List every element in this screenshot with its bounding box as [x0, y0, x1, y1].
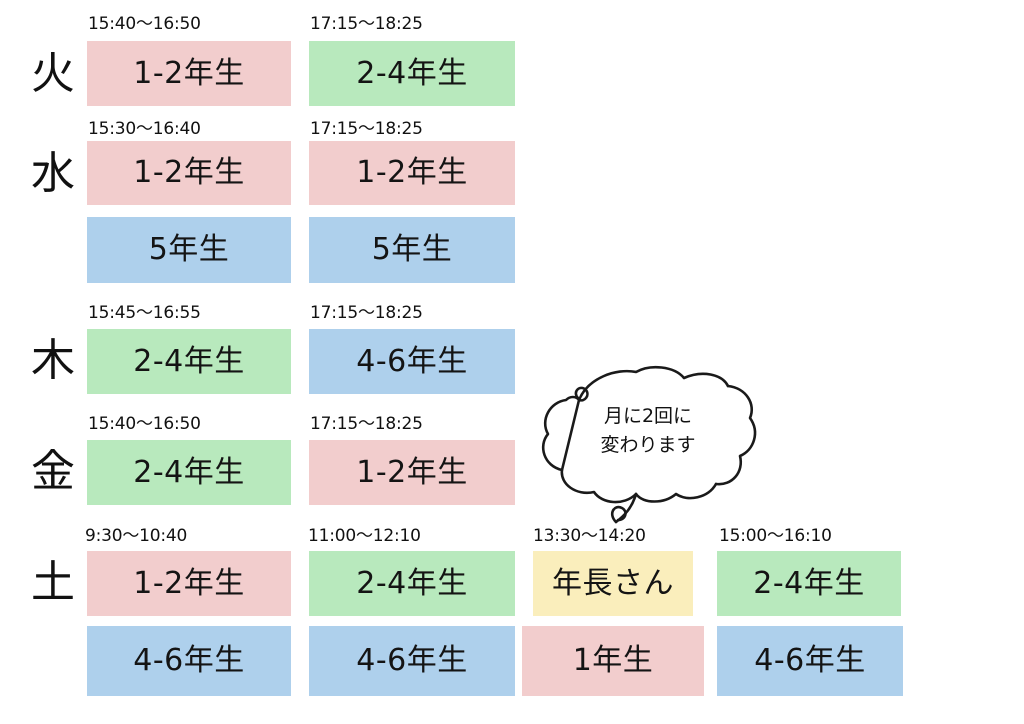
class-block-wed-slot1-b[interactable]: 5年生 [87, 217, 291, 283]
time-label-sat-slot2: 11:00〜12:10 [308, 526, 421, 546]
day-label-saturday: 土 [31, 557, 75, 608]
time-label-sat-slot1: 9:30〜10:40 [85, 526, 188, 546]
class-block-wed-slot1-a[interactable]: 1-2年生 [87, 141, 291, 205]
class-block-sat-slot4-a[interactable]: 2-4年生 [717, 551, 901, 616]
speech-bubble-outline [541, 365, 757, 524]
time-label-tue-slot1: 15:40〜16:50 [88, 14, 201, 34]
day-label-thursday: 木 [31, 335, 75, 386]
class-block-tue-slot1[interactable]: 1-2年生 [87, 41, 291, 106]
class-block-tue-slot2[interactable]: 2-4年生 [309, 41, 515, 106]
class-block-sat-slot4-b[interactable]: 4-6年生 [717, 626, 903, 696]
class-block-fri-slot1[interactable]: 2-4年生 [87, 440, 291, 505]
time-label-fri-slot2: 17:15〜18:25 [310, 414, 423, 434]
class-block-wed-slot2-a[interactable]: 1-2年生 [309, 141, 515, 205]
class-block-sat-slot2-a[interactable]: 2-4年生 [309, 551, 515, 616]
time-label-thu-slot2: 17:15〜18:25 [310, 303, 423, 323]
class-block-sat-slot3-b[interactable]: 1年生 [522, 626, 704, 696]
time-label-sat-slot3: 13:30〜14:20 [533, 526, 646, 546]
speech-bubble-line-2: 変わります [600, 434, 696, 456]
time-label-wed-slot2: 17:15〜18:25 [310, 119, 423, 139]
day-label-wednesday: 水 [31, 148, 75, 199]
time-label-tue-slot2: 17:15〜18:25 [310, 14, 423, 34]
day-label-tuesday: 火 [31, 48, 75, 99]
time-label-wed-slot1: 15:30〜16:40 [88, 119, 201, 139]
class-block-wed-slot2-b[interactable]: 5年生 [309, 217, 515, 283]
class-block-sat-slot1-a[interactable]: 1-2年生 [87, 551, 291, 616]
class-block-sat-slot3-a[interactable]: 年長さん [533, 551, 693, 616]
day-label-friday: 金 [31, 446, 75, 497]
class-block-thu-slot1[interactable]: 2-4年生 [87, 329, 291, 394]
class-block-sat-slot1-b[interactable]: 4-6年生 [87, 626, 291, 696]
speech-bubble-line-1: 月に2回に [603, 405, 693, 427]
time-label-fri-slot1: 15:40〜16:50 [88, 414, 201, 434]
class-block-fri-slot2[interactable]: 1-2年生 [309, 440, 515, 505]
class-block-thu-slot2[interactable]: 4-6年生 [309, 329, 515, 394]
speech-bubble-annotation: 月に2回に 変わります [532, 362, 764, 524]
time-label-sat-slot4: 15:00〜16:10 [719, 526, 832, 546]
time-label-thu-slot1: 15:45〜16:55 [88, 303, 201, 323]
speech-bubble-text: 月に2回に 変わります [532, 402, 764, 460]
class-block-sat-slot2-b[interactable]: 4-6年生 [309, 626, 515, 696]
